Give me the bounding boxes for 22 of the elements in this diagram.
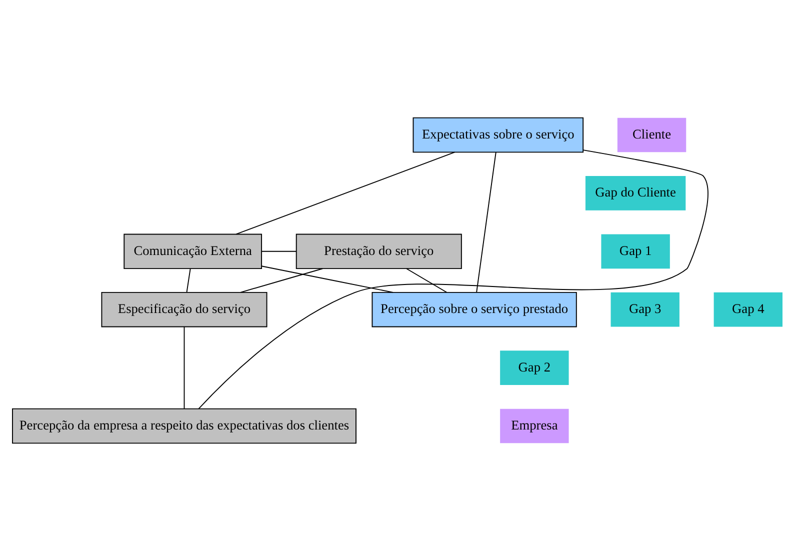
node-box: Percepção da empresa a respeito das expectativas dos clientes [12, 408, 356, 444]
node-box: Empresa [500, 408, 569, 443]
node-box: Gap do Cliente [585, 176, 686, 210]
connector [476, 151, 496, 292]
connector [261, 265, 394, 292]
connector [184, 326, 185, 409]
node-box: Gap 2 [500, 350, 569, 384]
connector [406, 268, 448, 292]
node-box: Expectativas sobre o serviço [412, 116, 584, 152]
node-box: Percepção sobre o serviço prestado [372, 291, 577, 327]
node-box: Comunicação Externa [124, 233, 262, 269]
connector [236, 151, 456, 234]
node-box: Especificação do serviço [101, 291, 268, 327]
node-box: Gap 4 [714, 292, 782, 326]
connector [261, 250, 297, 252]
node-box: Gap 1 [601, 234, 670, 268]
node-box: Prestação do serviço [296, 233, 462, 269]
connector [186, 268, 191, 292]
node-box: Cliente [617, 117, 686, 152]
connector [240, 268, 324, 292]
connector [198, 149, 708, 409]
node-box: Gap 3 [610, 292, 680, 326]
